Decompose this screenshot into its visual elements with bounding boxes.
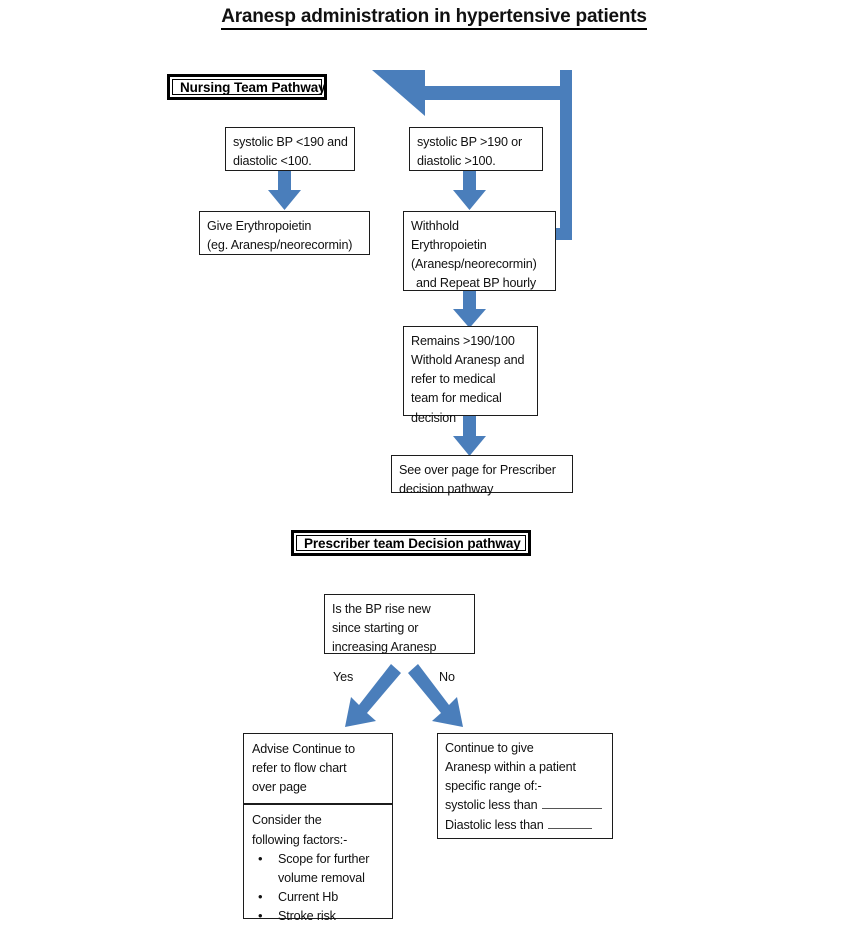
section-header-nursing-label: Nursing Team Pathway — [172, 79, 326, 95]
node-remains-high-bp-line3: refer to medical — [411, 372, 496, 387]
node-consider-factors-line2: following factors:- — [252, 832, 348, 847]
node-give-erythropoietin: Give Erythropoietin (eg. Aranesp/neoreco… — [199, 211, 370, 255]
node-remains-high-bp-line1: Remains >190/100 — [411, 334, 515, 348]
node-continue-give-line5-wrap: Diastolic less than — [445, 816, 605, 835]
node-bp-high-line2: diastolic >100. — [417, 154, 496, 169]
node-give-erythropoietin-line2: (eg. Aranesp/neorecormin) — [207, 238, 353, 253]
diastolic-blank-field[interactable] — [547, 816, 592, 829]
section-header-prescriber-label: Prescriber team Decision pathway — [296, 535, 526, 551]
node-continue-give-line2: Aranesp within a patient — [445, 760, 576, 775]
node-withhold-erythropoietin-line1: Withhold — [411, 219, 459, 233]
branch-label-yes: Yes — [333, 670, 354, 684]
arrow-bp-low-to-give-epo — [268, 170, 301, 210]
node-continue-give-line4-wrap: systolic less than — [445, 796, 605, 815]
node-give-erythropoietin-line1: Give Erythropoietin — [207, 219, 312, 233]
node-continue-give-line1: Continue to give — [445, 741, 534, 755]
node-bp-low-line2: diastolic <100. — [233, 154, 312, 169]
node-bp-high: systolic BP >190 or diastolic >100. — [409, 127, 543, 171]
node-bp-rise-question: Is the BP rise new since starting or inc… — [324, 594, 475, 654]
list-item: Current Hb — [252, 887, 385, 907]
section-header-nursing: Nursing Team Pathway — [167, 74, 327, 100]
list-item: Stroke risk — [252, 906, 385, 926]
node-bp-low: systolic BP <190 and diastolic <100. — [225, 127, 355, 171]
node-bp-rise-question-line2: since starting or — [332, 621, 419, 636]
list-item-line1: Stroke risk — [278, 909, 336, 924]
list-item: Scope for further volume removal — [252, 849, 385, 888]
node-advise-and-factors: Advise Continue to refer to flow chart o… — [243, 733, 393, 926]
node-continue-give-line3: specific range of:- — [445, 779, 542, 794]
node-withhold-erythropoietin-line2: Erythropoietin — [411, 238, 487, 253]
node-withhold-erythropoietin-line3: (Aranesp/neorecormin) — [411, 257, 537, 272]
node-withhold-erythropoietin-line4: and Repeat BP hourly — [416, 276, 536, 291]
node-withhold-erythropoietin: Withhold Erythropoietin (Aranesp/neoreco… — [403, 211, 556, 291]
node-advise-continue: Advise Continue to refer to flow chart o… — [244, 734, 392, 806]
node-continue-give-line5: Diastolic less than — [445, 817, 544, 832]
list-item-line1: Scope for further — [278, 851, 370, 866]
page-title: Aranesp administration in hypertensive p… — [0, 6, 868, 30]
node-see-over-page-line2: decision pathway — [399, 482, 494, 497]
branch-label-no: No — [439, 670, 455, 684]
arrow-bp-high-to-withhold — [453, 170, 486, 210]
node-remains-high-bp: Remains >190/100 Withold Aranesp and ref… — [403, 326, 538, 425]
node-consider-factors-line1: Consider the — [252, 813, 322, 828]
systolic-blank-field[interactable] — [541, 796, 602, 810]
node-consider-factors: Consider the following factors:- Scope f… — [244, 805, 392, 932]
page-title-text: Aranesp administration in hypertensive p… — [221, 6, 647, 30]
list-item-line2: volume removal — [278, 870, 365, 885]
section-header-prescriber: Prescriber team Decision pathway — [291, 530, 531, 556]
arrow-withhold-to-remains — [453, 291, 486, 328]
node-advise-continue-line2: refer to flow chart — [252, 761, 347, 776]
node-remains-high-bp-line5: decision — [411, 410, 457, 425]
node-bp-high-line1: systolic BP >190 or — [417, 135, 523, 149]
list-item-line1: Current Hb — [278, 889, 339, 904]
node-see-over-page-line1: See over page for Prescriber — [399, 463, 556, 477]
node-advise-continue-line1: Advise Continue to — [252, 742, 356, 756]
node-advise-continue-line3: over page — [252, 780, 307, 795]
node-continue-give-line4: systolic less than — [445, 798, 538, 813]
node-see-over-page: See over page for Prescriber decision pa… — [391, 455, 573, 496]
entry-arrow — [372, 70, 572, 116]
node-bp-low-line1: systolic BP <190 and — [233, 135, 348, 149]
consider-factors-list: Scope for further volume removal Current… — [252, 849, 385, 927]
node-continue-give-aranesp: Continue to give Aranesp within a patien… — [437, 733, 613, 839]
node-bp-rise-question-line1: Is the BP rise new — [332, 602, 431, 616]
node-bp-rise-question-line3: increasing Aranesp — [332, 640, 437, 655]
node-remains-high-bp-line2: Withold Aranesp and — [411, 353, 525, 368]
node-remains-high-bp-line4: team for medical — [411, 391, 502, 406]
arrow-yes-branch — [345, 664, 401, 727]
